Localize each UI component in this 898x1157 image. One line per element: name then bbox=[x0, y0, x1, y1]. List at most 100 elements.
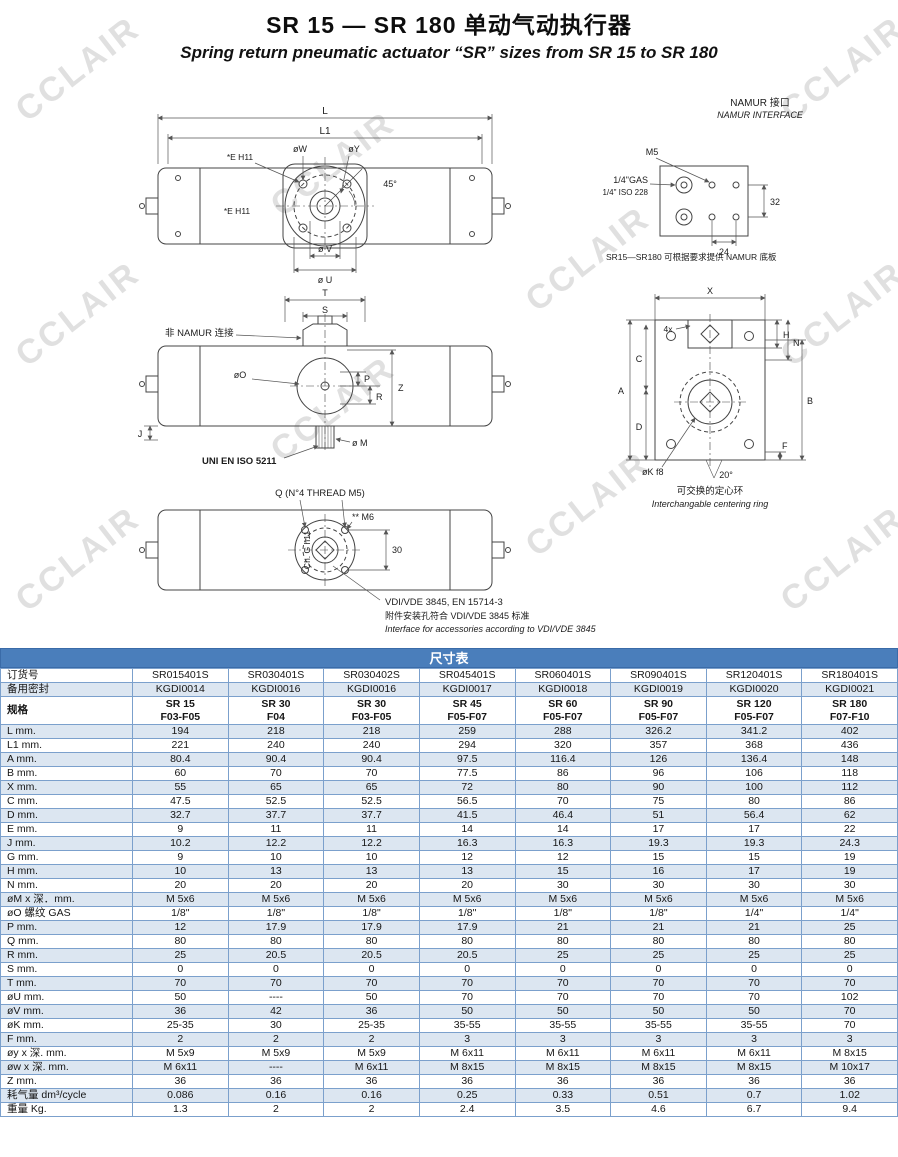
cell-value: 9.4 bbox=[801, 1102, 898, 1117]
cell-value: 37.7 bbox=[227, 808, 325, 823]
cell-value: M 6x11 bbox=[610, 1046, 707, 1061]
cell-value: 36 bbox=[418, 1074, 516, 1089]
cell-value: KGDI0017 bbox=[418, 682, 516, 697]
cell-value: 21 bbox=[705, 920, 803, 935]
cell-value: 36 bbox=[705, 1074, 803, 1089]
cell-value: 0 bbox=[705, 962, 803, 977]
cell-value: 15 bbox=[610, 850, 707, 865]
row-label: øM x 深．mm. bbox=[0, 892, 133, 907]
cell-value: 148 bbox=[801, 752, 898, 767]
cell-value: 35-55 bbox=[514, 1018, 612, 1033]
dim-label-L1: L1 bbox=[319, 126, 331, 137]
cell-value: M 6x11 bbox=[514, 1046, 612, 1061]
cell-value: 70 bbox=[705, 990, 803, 1005]
cell-value: 80 bbox=[323, 934, 420, 949]
cell-value: 50 bbox=[610, 1004, 707, 1019]
cell-value: 60 bbox=[132, 766, 229, 781]
cell-value: 25 bbox=[610, 948, 707, 963]
row-label: S mm. bbox=[0, 962, 133, 977]
cell-value: 77.5 bbox=[418, 766, 516, 781]
cell-value: M 8x15 bbox=[610, 1060, 707, 1075]
cell-value: 13 bbox=[227, 864, 325, 879]
cell-value: SR015401S bbox=[132, 668, 229, 683]
cell-value: 25 bbox=[132, 948, 229, 963]
cell-value: 36 bbox=[514, 1074, 612, 1089]
cell-value: 10 bbox=[132, 864, 229, 879]
dim-label-P: P bbox=[364, 374, 370, 384]
end-view-dimensions bbox=[626, 294, 806, 479]
cell-value: 12.2 bbox=[323, 836, 420, 851]
cell-value: 3.5 bbox=[514, 1102, 612, 1117]
namur-view-dimensions bbox=[649, 157, 768, 246]
row-label: E mm. bbox=[0, 822, 133, 837]
cell-value: SR045401S bbox=[418, 668, 516, 683]
cell-value: 80 bbox=[227, 934, 325, 949]
cell-value: 35-55 bbox=[610, 1018, 707, 1033]
namur-note: SR15—SR180 可根据要求提供 NAMUR 底板 bbox=[606, 252, 777, 262]
dim-label-A: A bbox=[618, 386, 624, 396]
cell-value: 19 bbox=[801, 864, 898, 879]
dim-label-4x: 4x bbox=[664, 324, 674, 334]
cell-value: 90 bbox=[610, 780, 707, 795]
cell-value: 0.16 bbox=[227, 1088, 325, 1103]
cell-value: M 5x6 bbox=[132, 892, 229, 907]
cell-value: 80.4 bbox=[132, 752, 229, 767]
dim-label-N: N bbox=[793, 338, 800, 348]
cell-value: 112 bbox=[801, 780, 898, 795]
vdi-caption-1: VDI/VDE 3845, EN 15714-3 bbox=[385, 597, 503, 608]
cell-value: 30 bbox=[514, 878, 612, 893]
cell-value: 50 bbox=[705, 1004, 803, 1019]
cell-value: 52.5 bbox=[227, 794, 325, 809]
cell-value: 24.3 bbox=[801, 836, 898, 851]
cell-value: M 8x15 bbox=[418, 1060, 516, 1075]
cell-value: 0 bbox=[227, 962, 325, 977]
cell-value: 12 bbox=[132, 920, 229, 935]
cell-value: 70 bbox=[323, 976, 420, 991]
cell-value: 30 bbox=[227, 1018, 325, 1033]
cell-value: 70 bbox=[418, 990, 516, 1005]
cell-value: 17 bbox=[705, 822, 803, 837]
cell-value: 221 bbox=[132, 738, 229, 753]
cell-value: 90.4 bbox=[227, 752, 325, 767]
row-label: A mm. bbox=[0, 752, 133, 767]
cell-value: 1.02 bbox=[801, 1088, 898, 1103]
cell-value: 42 bbox=[227, 1004, 325, 1019]
cell-value: 0 bbox=[610, 962, 707, 977]
cell-value: 47.5 bbox=[132, 794, 229, 809]
cell-value: 15 bbox=[705, 850, 803, 865]
cell-value: 12.2 bbox=[227, 836, 325, 851]
cell-value: 288 bbox=[514, 724, 612, 739]
bottom-view-outline bbox=[139, 509, 511, 591]
dim-label-T: T bbox=[322, 288, 328, 298]
cell-value: 50 bbox=[418, 1004, 516, 1019]
cell-value: M 5x6 bbox=[227, 892, 325, 907]
dim-label-oV: ø V bbox=[318, 244, 332, 254]
cell-value: SR090401S bbox=[610, 668, 707, 683]
row-label: X mm. bbox=[0, 780, 133, 795]
dim-label-R: R bbox=[376, 392, 383, 402]
cell-value: 51 bbox=[610, 808, 707, 823]
cell-value: 126 bbox=[610, 752, 707, 767]
non-namur-callout: 非 NAMUR 连接 bbox=[165, 327, 234, 339]
row-label: 耗气量 dm³/cycle bbox=[0, 1088, 133, 1103]
row-label: R mm. bbox=[0, 948, 133, 963]
cell-value: SR060401S bbox=[514, 668, 612, 683]
cell-value: 402 bbox=[801, 724, 898, 739]
page-title: SR 15 — SR 180 单动气动执行器 bbox=[266, 12, 632, 38]
cell-value: M 5x9 bbox=[132, 1046, 229, 1061]
cell-value: 56.4 bbox=[705, 808, 803, 823]
cell-value: 80 bbox=[705, 934, 803, 949]
